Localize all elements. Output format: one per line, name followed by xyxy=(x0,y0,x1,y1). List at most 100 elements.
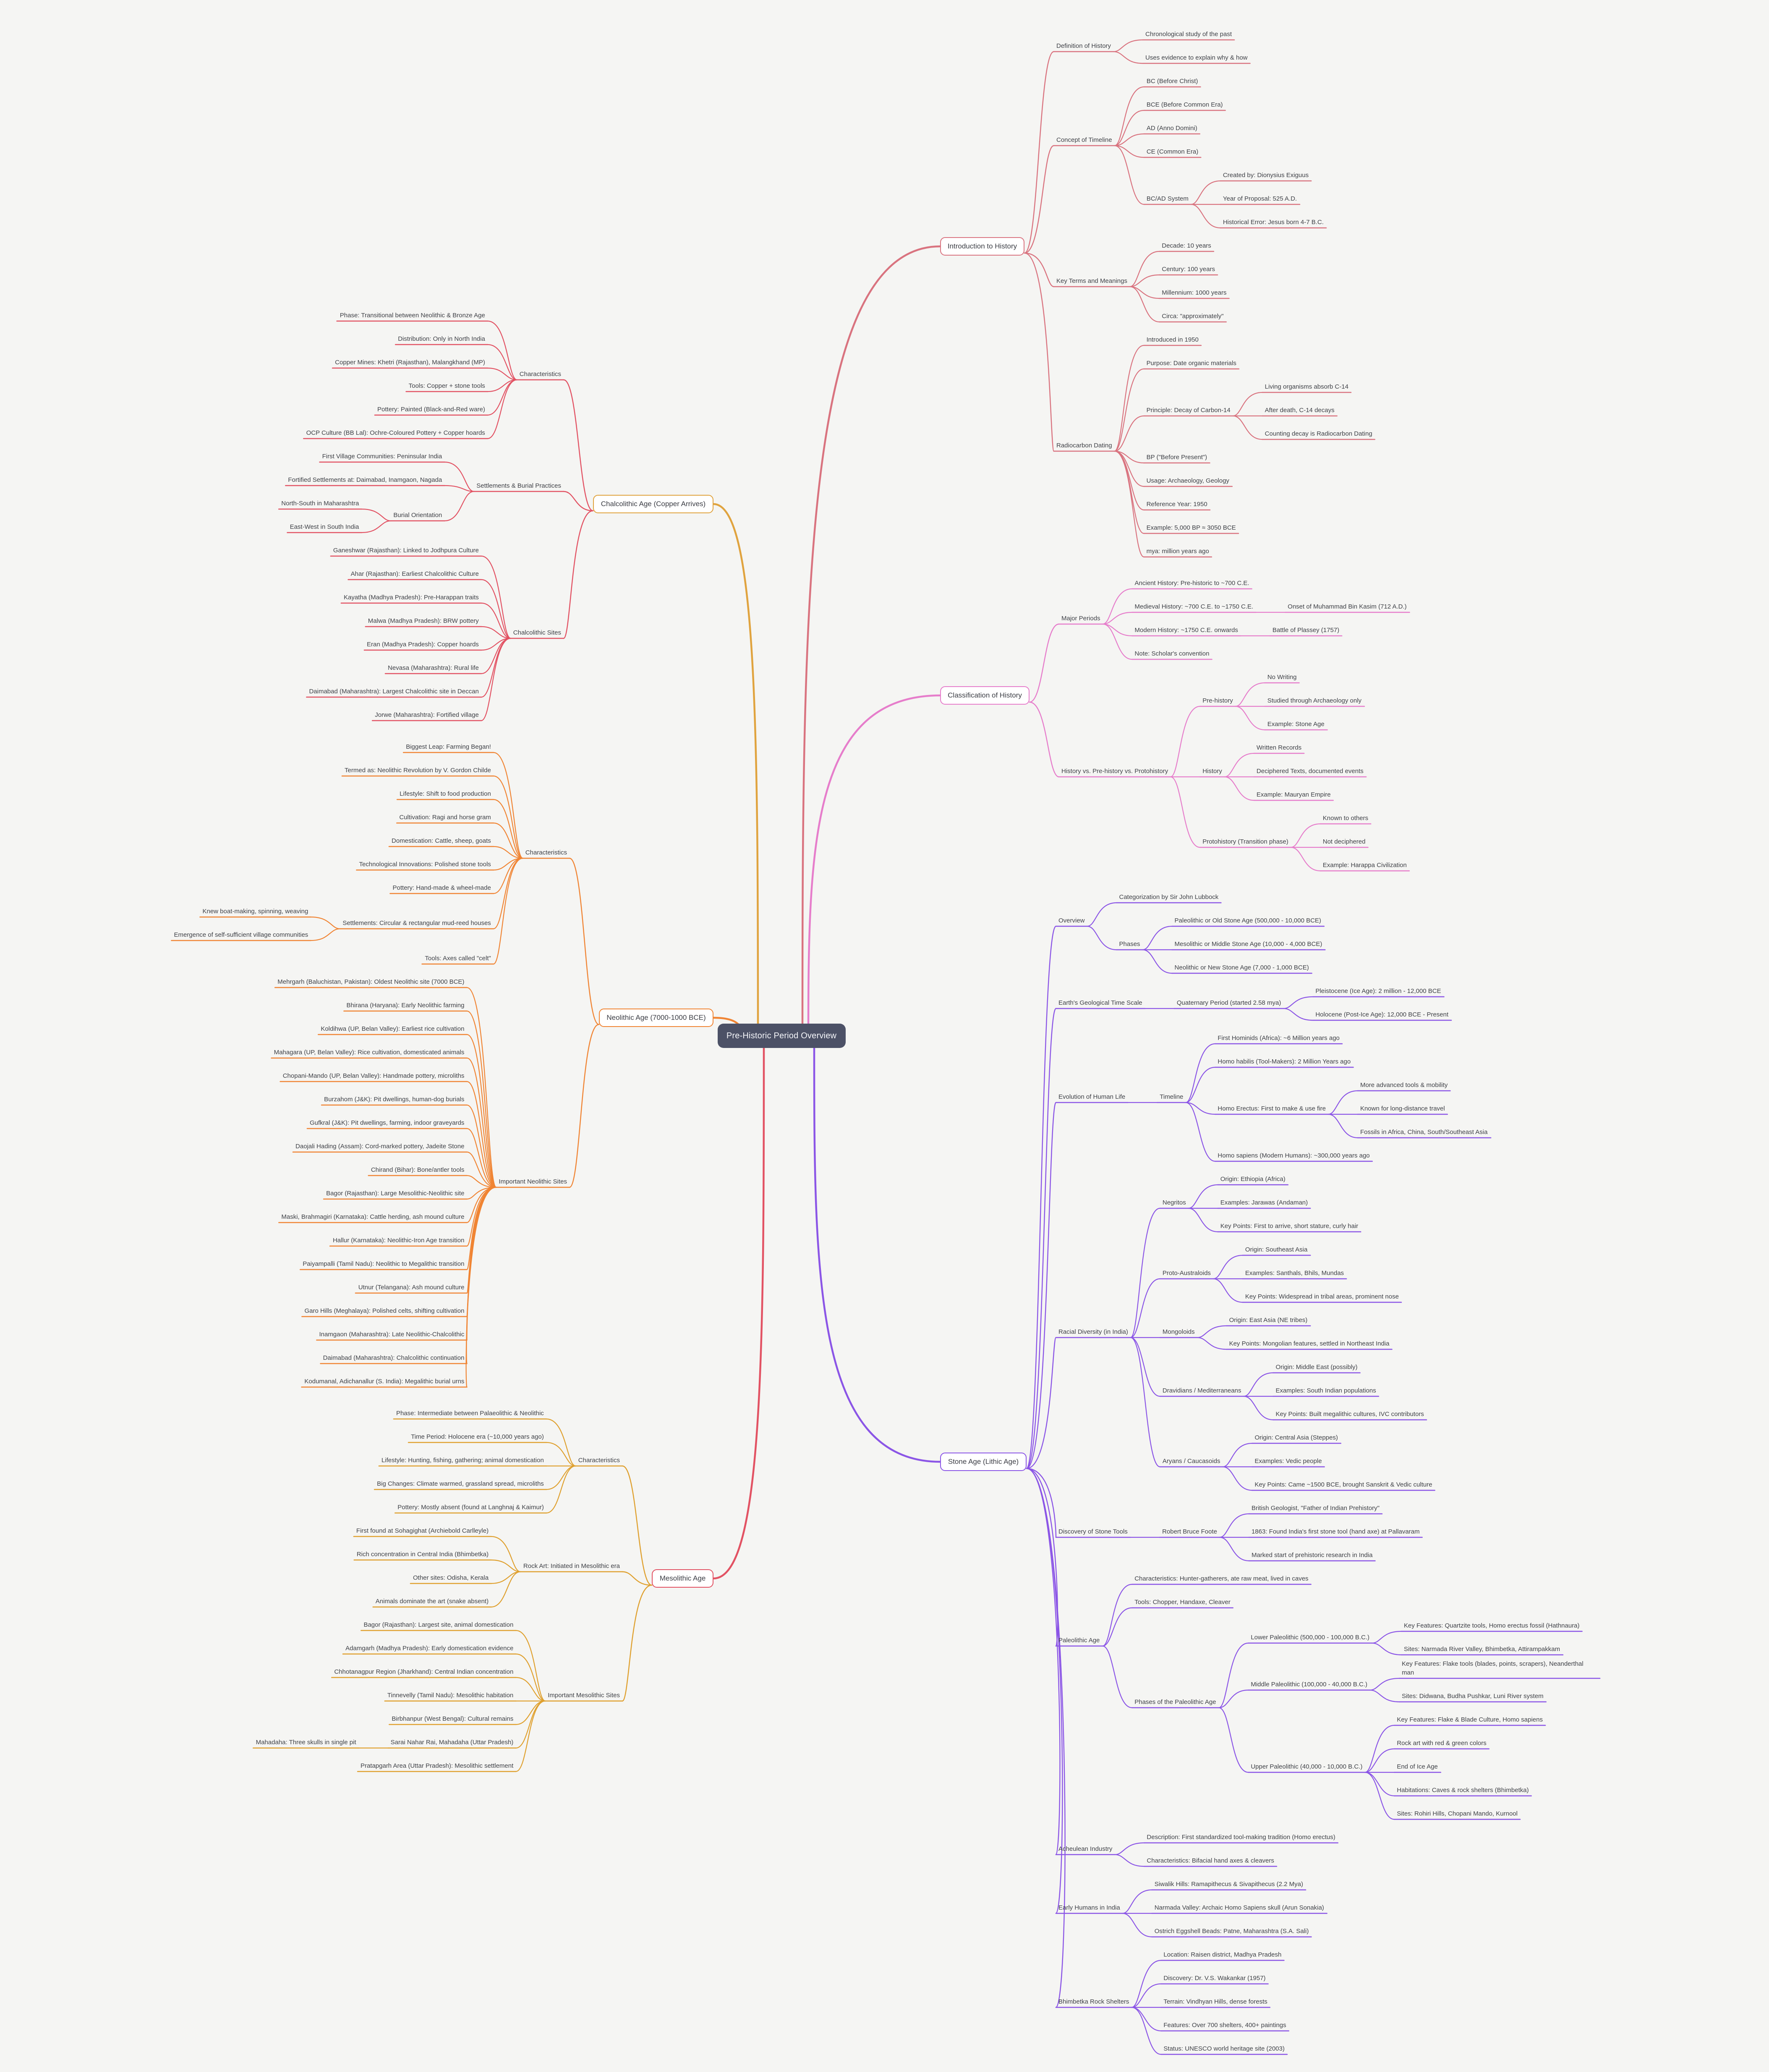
node-reference-year-1950[interactable]: Reference Year: 1950 xyxy=(1146,501,1207,508)
node-usage-archaeology-geology[interactable]: Usage: Archaeology, Geology xyxy=(1146,477,1229,484)
node-biggest-leap-farming-began[interactable]: Biggest Leap: Farming Began! xyxy=(406,743,491,750)
node-characteristics[interactable]: Characteristics xyxy=(519,371,561,378)
node-circa-approximately[interactable]: Circa: "approximately" xyxy=(1162,313,1224,320)
node-first-found-at-sohagighat-archiebold-carlleyle[interactable]: First found at Sohagighat (Archiebold Ca… xyxy=(356,1527,489,1534)
node-fortified-settlements-at-daimabad-inamgaon-nagad[interactable]: Fortified Settlements at: Daimabad, Inam… xyxy=(288,476,442,483)
node-birbhanpur-west-bengal-cultural-remains[interactable]: Birbhanpur (West Bengal): Cultural remai… xyxy=(392,1715,514,1722)
node-onset-of-muhammad-bin-kasim-712-a-d[interactable]: Onset of Muhammad Bin Kasim (712 A.D.) xyxy=(1288,603,1407,610)
node-pottery-mostly-absent-found-at-langhnaj-kaimur[interactable]: Pottery: Mostly absent (found at Langhna… xyxy=(397,1504,544,1511)
node-time-period-holocene-era-10-000-years-ago[interactable]: Time Period: Holocene era (~10,000 years… xyxy=(411,1433,544,1440)
node-inamgaon-maharashtra-late-neolithic-chalcolithic[interactable]: Inamgaon (Maharashtra): Late Neolithic-C… xyxy=(319,1331,465,1338)
node-ad-anno-domini[interactable]: AD (Anno Domini) xyxy=(1146,125,1197,132)
node-daimabad-maharashtra-largest-chalcolithic-site-i[interactable]: Daimabad (Maharashtra): Largest Chalcoli… xyxy=(309,688,479,695)
node-key-points-came-1500-bce-brought-sanskrit-vedic-[interactable]: Key Points: Came ~1500 BCE, brought Sans… xyxy=(1254,1481,1432,1488)
node-example-5-000-bp-3050-bce[interactable]: Example: 5,000 BP ≈ 3050 BCE xyxy=(1146,524,1236,531)
node-bp-before-present[interactable]: BP ("Before Present") xyxy=(1146,454,1207,461)
node-malwa-madhya-pradesh-brw-pottery[interactable]: Malwa (Madhya Pradesh): BRW pottery xyxy=(368,617,479,624)
node-origin-ethiopia-africa[interactable]: Origin: Ethiopia (Africa) xyxy=(1220,1176,1286,1183)
node-characteristics-bifacial-hand-axes-cleavers[interactable]: Characteristics: Bifacial hand axes & cl… xyxy=(1147,1857,1274,1864)
node-east-west-in-south-india[interactable]: East-West in South India xyxy=(290,523,359,530)
node-homo-sapiens-modern-humans-300-000-years-ago[interactable]: Homo sapiens (Modern Humans): ~300,000 y… xyxy=(1218,1152,1370,1159)
node-first-village-communities-peninsular-india[interactable]: First Village Communities: Peninsular In… xyxy=(322,453,442,460)
node-pre-history[interactable]: Pre-history xyxy=(1202,697,1233,704)
node-neolithic-or-new-stone-age-7-000-1-000-bce[interactable]: Neolithic or New Stone Age (7,000 - 1,00… xyxy=(1174,964,1309,971)
node-marked-start-of-prehistoric-research-in-india[interactable]: Marked start of prehistoric research in … xyxy=(1251,1552,1373,1559)
node-pleistocene-ice-age-2-million-12-000-bce[interactable]: Pleistocene (Ice Age): 2 million - 12,00… xyxy=(1315,988,1441,995)
node-knew-boat-making-spinning-weaving[interactable]: Knew boat-making, spinning, weaving xyxy=(202,908,308,915)
branch-introduction-to-history[interactable]: Introduction to History xyxy=(940,237,1024,256)
node-no-writing[interactable]: No Writing xyxy=(1267,674,1297,681)
node-origin-central-asia-steppes[interactable]: Origin: Central Asia (Steppes) xyxy=(1254,1434,1338,1441)
node-terrain-vindhyan-hills-dense-forests[interactable]: Terrain: Vindhyan Hills, dense forests xyxy=(1163,1998,1267,2005)
node-dravidians-mediterraneans[interactable]: Dravidians / Mediterraneans xyxy=(1162,1387,1241,1394)
node-domestication-cattle-sheep-goats[interactable]: Domestication: Cattle, sheep, goats xyxy=(392,837,491,844)
node-british-geologist-father-of-indian-prehistory[interactable]: British Geologist, "Father of Indian Pre… xyxy=(1251,1505,1380,1512)
node-settlements-burial-practices[interactable]: Settlements & Burial Practices xyxy=(476,482,561,489)
node-sites-didwana-budha-pushkar-luni-river-system[interactable]: Sites: Didwana, Budha Pushkar, Luni Rive… xyxy=(1402,1693,1544,1700)
node-burzahom-j-k-pit-dwellings-human-dog-burials[interactable]: Burzahom (J&K): Pit dwellings, human-dog… xyxy=(324,1096,465,1103)
node-aryans-caucasoids[interactable]: Aryans / Caucasoids xyxy=(1162,1458,1220,1465)
node-bagor-rajasthan-large-mesolithic-neolithic-site[interactable]: Bagor (Rajasthan): Large Mesolithic-Neol… xyxy=(326,1190,465,1197)
node-features-over-700-shelters-400-paintings[interactable]: Features: Over 700 shelters, 400+ painti… xyxy=(1163,2022,1286,2029)
node-discovery-of-stone-tools[interactable]: Discovery of Stone Tools xyxy=(1058,1528,1128,1535)
node-robert-bruce-foote[interactable]: Robert Bruce Foote xyxy=(1162,1528,1217,1535)
node-negritos[interactable]: Negritos xyxy=(1162,1199,1186,1206)
node-racial-diversity-in-india[interactable]: Racial Diversity (in India) xyxy=(1058,1328,1128,1335)
node-origin-middle-east-possibly[interactable]: Origin: Middle East (possibly) xyxy=(1275,1364,1358,1371)
node-examples-vedic-people[interactable]: Examples: Vedic people xyxy=(1254,1458,1322,1465)
node-distribution-only-in-north-india[interactable]: Distribution: Only in North India xyxy=(398,335,485,342)
node-lifestyle-shift-to-food-production[interactable]: Lifestyle: Shift to food production xyxy=(400,790,491,797)
node-early-humans-in-india[interactable]: Early Humans in India xyxy=(1058,1904,1120,1911)
node-historical-error-jesus-born-4-7-b-c[interactable]: Historical Error: Jesus born 4-7 B.C. xyxy=(1223,219,1324,226)
node-settlements-circular-rectangular-mud-reed-houses[interactable]: Settlements: Circular & rectangular mud-… xyxy=(342,920,491,927)
node-year-of-proposal-525-a-d[interactable]: Year of Proposal: 525 A.D. xyxy=(1223,195,1297,202)
node-example-mauryan-empire[interactable]: Example: Mauryan Empire xyxy=(1256,791,1331,798)
node-ostrich-eggshell-beads-patne-maharashtra-s-a-sal[interactable]: Ostrich Eggshell Beads: Patne, Maharasht… xyxy=(1154,1928,1309,1935)
node-gufkral-j-k-pit-dwellings-farming-indoor-graveya[interactable]: Gufkral (J&K): Pit dwellings, farming, i… xyxy=(309,1119,465,1126)
node-radiocarbon-dating[interactable]: Radiocarbon Dating xyxy=(1056,442,1112,449)
node-eran-madhya-pradesh-copper-hoards[interactable]: Eran (Madhya Pradesh): Copper hoards xyxy=(366,641,479,648)
node-decade-10-years[interactable]: Decade: 10 years xyxy=(1162,242,1211,249)
node-other-sites-odisha-kerala[interactable]: Other sites: Odisha, Kerala xyxy=(413,1574,489,1581)
node-key-points-built-megalithic-cultures-ivc-contrib[interactable]: Key Points: Built megalithic cultures, I… xyxy=(1275,1411,1424,1418)
node-definition-of-history[interactable]: Definition of History xyxy=(1056,42,1111,50)
node-holocene-post-ice-age-12-000-bce-present[interactable]: Holocene (Post-Ice Age): 12,000 BCE - Pr… xyxy=(1315,1011,1449,1018)
node-important-neolithic-sites[interactable]: Important Neolithic Sites xyxy=(499,1178,567,1185)
node-north-south-in-maharashtra[interactable]: North-South in Maharashtra xyxy=(281,500,359,507)
node-daojali-hading-assam-cord-marked-pottery-jadeite[interactable]: Daojali Hading (Assam): Cord-marked pott… xyxy=(295,1143,465,1150)
node-more-advanced-tools-mobility[interactable]: More advanced tools & mobility xyxy=(1360,1082,1448,1089)
node-chhotanagpur-region-jharkhand-central-indian-con[interactable]: Chhotanagpur Region (Jharkhand): Central… xyxy=(334,1668,514,1675)
node-sites-rohiri-hills-chopani-mando-kurnool[interactable]: Sites: Rohiri Hills, Chopani Mando, Kurn… xyxy=(1397,1810,1518,1817)
node-key-features-quartzite-tools-homo-erectus-fossil[interactable]: Key Features: Quartzite tools, Homo erec… xyxy=(1404,1622,1580,1629)
branch-classification-of-history[interactable]: Classification of History xyxy=(940,686,1030,705)
root-node[interactable]: Pre-Historic Period Overview xyxy=(717,1024,846,1048)
node-animals-dominate-the-art-snake-absent[interactable]: Animals dominate the art (snake absent) xyxy=(375,1598,489,1605)
node-pottery-painted-black-and-red-ware[interactable]: Pottery: Painted (Black-and-Red ware) xyxy=(377,406,485,413)
node-end-of-ice-age[interactable]: End of Ice Age xyxy=(1397,1763,1438,1770)
node-protohistory-transition-phase[interactable]: Protohistory (Transition phase) xyxy=(1202,838,1288,845)
node-chirand-bihar-bone-antler-tools[interactable]: Chirand (Bihar): Bone/antler tools xyxy=(371,1166,465,1173)
node-kodumanal-adichanallur-s-india-megalithic-burial[interactable]: Kodumanal, Adichanallur (S. India): Mega… xyxy=(304,1378,465,1385)
node-chronological-study-of-the-past[interactable]: Chronological study of the past xyxy=(1145,31,1232,38)
node-millennium-1000-years[interactable]: Millennium: 1000 years xyxy=(1162,289,1227,296)
node-history-vs-pre-history-vs-protohistory[interactable]: History vs. Pre-history vs. Protohistory xyxy=(1061,768,1168,775)
node-counting-decay-is-radiocarbon-dating[interactable]: Counting decay is Radiocarbon Dating xyxy=(1265,430,1372,437)
node-termed-as-neolithic-revolution-by-v-gordon-child[interactable]: Termed as: Neolithic Revolution by V. Go… xyxy=(345,767,491,774)
node-bhirana-haryana-early-neolithic-farming[interactable]: Bhirana (Haryana): Early Neolithic farmi… xyxy=(346,1002,465,1009)
node-bagor-rajasthan-largest-site-animal-domesticatio[interactable]: Bagor (Rajasthan): Largest site, animal … xyxy=(363,1621,514,1628)
node-key-points-first-to-arrive-short-stature-curly-h[interactable]: Key Points: First to arrive, short statu… xyxy=(1220,1223,1359,1230)
node-ocp-culture-bb-lal-ochre-coloured-pottery-copper[interactable]: OCP Culture (BB Lal): Ochre-Coloured Pot… xyxy=(306,429,485,436)
node-habitations-caves-rock-shelters-bhimbetka[interactable]: Habitations: Caves & rock shelters (Bhim… xyxy=(1397,1787,1529,1794)
branch-neolithic-age-7000-1000-bce[interactable]: Neolithic Age (7000-1000 BCE) xyxy=(599,1009,713,1027)
node-proto-australoids[interactable]: Proto-Australoids xyxy=(1162,1270,1211,1277)
node-mahadaha-three-skulls-in-single-pit[interactable]: Mahadaha: Three skulls in single pit xyxy=(256,1739,356,1746)
node-deciphered-texts-documented-events[interactable]: Deciphered Texts, documented events xyxy=(1256,768,1364,775)
node-known-to-others[interactable]: Known to others xyxy=(1322,815,1369,822)
node-pratapgarh-area-uttar-pradesh-mesolithic-settlem[interactable]: Pratapgarh Area (Uttar Pradesh): Mesolit… xyxy=(360,1762,514,1769)
node-kayatha-madhya-pradesh-pre-harappan-traits[interactable]: Kayatha (Madhya Pradesh): Pre-Harappan t… xyxy=(343,594,479,601)
node-hallur-karnataka-neolithic-iron-age-transition[interactable]: Hallur (Karnataka): Neolithic-Iron Age t… xyxy=(332,1237,465,1244)
node-koldihwa-up-belan-valley-earliest-rice-cultivati[interactable]: Koldihwa (UP, Belan Valley): Earliest ri… xyxy=(321,1025,465,1032)
node-major-periods[interactable]: Major Periods xyxy=(1061,615,1100,622)
node-examples-jarawas-andaman[interactable]: Examples: Jarawas (Andaman) xyxy=(1220,1199,1308,1206)
branch-stone-age-lithic-age[interactable]: Stone Age (Lithic Age) xyxy=(940,1453,1027,1471)
